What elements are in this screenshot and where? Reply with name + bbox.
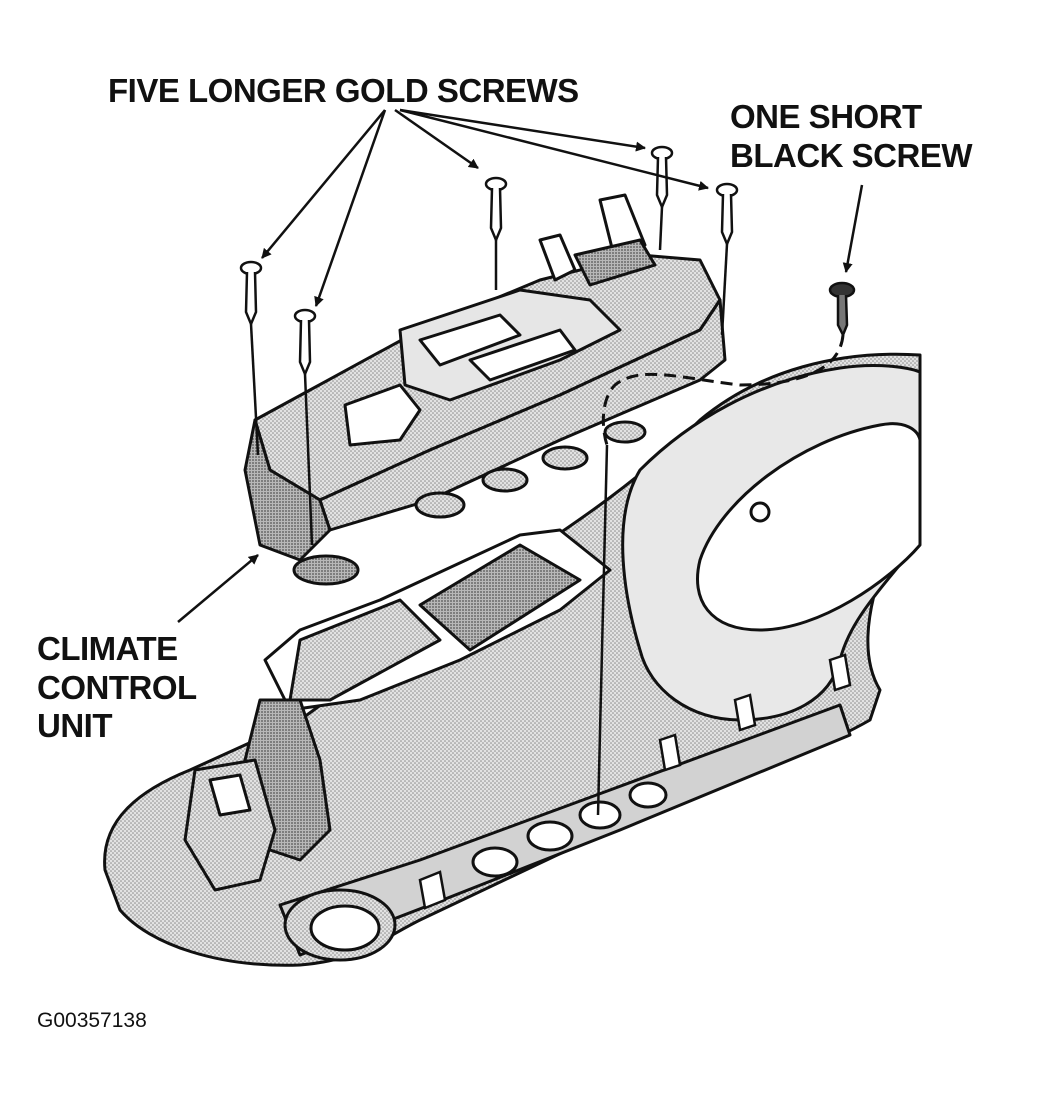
climate-control-unit: [243, 193, 727, 586]
black-screw-leader: [842, 184, 864, 273]
climate-unit-label-line3: UNIT: [37, 707, 113, 744]
black-screw-label-line1: ONE SHORT: [730, 98, 922, 135]
figure-reference: G00357138: [37, 1009, 147, 1032]
screw-icon: [484, 176, 508, 244]
gold-screw-leaders: [261, 108, 709, 307]
alignment-lines: [249, 206, 729, 816]
screw-icon: [293, 308, 317, 378]
gold-screws-label: FIVE LONGER GOLD SCREWS: [108, 72, 579, 109]
climate-unit-leader: [177, 554, 259, 623]
climate-unit-label-line1: CLIMATE: [37, 630, 178, 667]
screw-icon: [650, 145, 674, 211]
black-screw: [828, 281, 856, 339]
climate-unit-label-line2: CONTROL: [37, 669, 197, 706]
gold-screws: [239, 145, 739, 378]
console-clips: [418, 653, 852, 910]
screw-icon: [239, 260, 263, 328]
screw-icon: [715, 182, 739, 248]
black-screw-dashed-path: [601, 334, 845, 446]
screw-icon: [828, 281, 856, 339]
black-screw-label-line2: BLACK SCREW: [730, 137, 972, 174]
console-holes: [471, 781, 668, 878]
